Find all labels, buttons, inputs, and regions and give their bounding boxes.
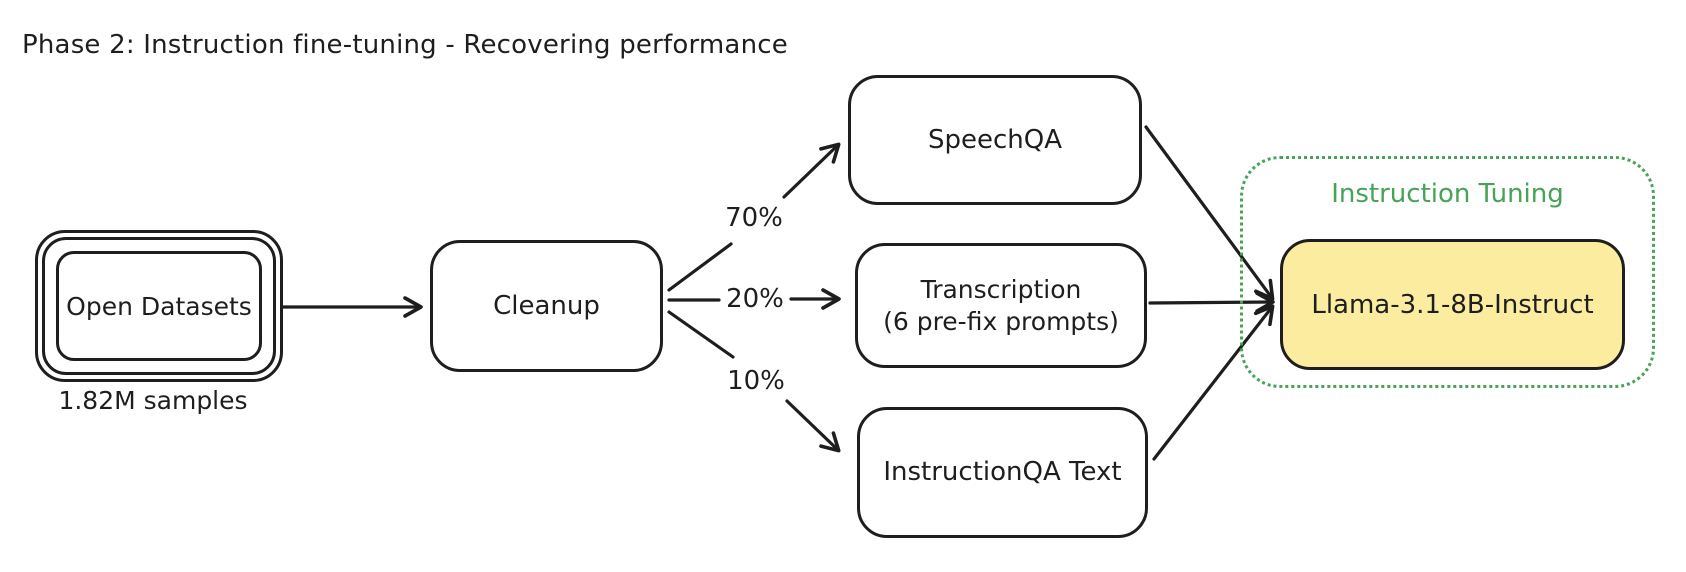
open-datasets-label-box: Open Datasets [56, 251, 262, 361]
page-title: Phase 2: Instruction fine-tuning - Recov… [22, 30, 788, 60]
split-label-10: 10% [727, 366, 785, 396]
speechqa-label: SpeechQA [927, 124, 1063, 155]
arrow-instructionqa-to-llama [1152, 304, 1275, 461]
split-label-20: 20% [726, 284, 784, 314]
split-line-70-stub [667, 242, 733, 292]
node-llama-instruct: Llama-3.1-8B-Instruct [1280, 239, 1625, 370]
split-line-10-stub [667, 310, 735, 359]
node-transcription: Transcription (6 pre-fix prompts) [855, 243, 1147, 368]
split-label-70: 70% [725, 203, 783, 233]
arrow-speechqa-to-llama [1144, 125, 1275, 301]
open-datasets-label: Open Datasets [66, 291, 252, 321]
cleanup-label: Cleanup [493, 290, 600, 321]
node-cleanup: Cleanup [430, 240, 663, 372]
node-instructionqa-text: InstructionQA Text [857, 407, 1148, 538]
arrow-transcription-to-llama [1148, 291, 1275, 313]
open-datasets-caption: 1.82M samples [58, 386, 248, 415]
arrow-70-to-speechqa [782, 142, 841, 199]
transcription-label: Transcription [920, 275, 1082, 305]
llama-label: Llama-3.1-8B-Instruct [1311, 289, 1594, 320]
instruction-tuning-group-label: Instruction Tuning [1331, 179, 1564, 209]
node-open-datasets: Open Datasets [35, 230, 283, 382]
open-datasets-stack-layer: Open Datasets [42, 237, 276, 375]
instructionqa-label: InstructionQA Text [883, 457, 1122, 488]
node-speechqa: SpeechQA [848, 75, 1142, 205]
transcription-sublabel: (6 pre-fix prompts) [883, 306, 1119, 336]
instruction-tuning-group: Instruction Tuning Llama-3.1-8B-Instruct [1240, 156, 1655, 388]
arrow-10-to-instructionqa [785, 399, 841, 453]
